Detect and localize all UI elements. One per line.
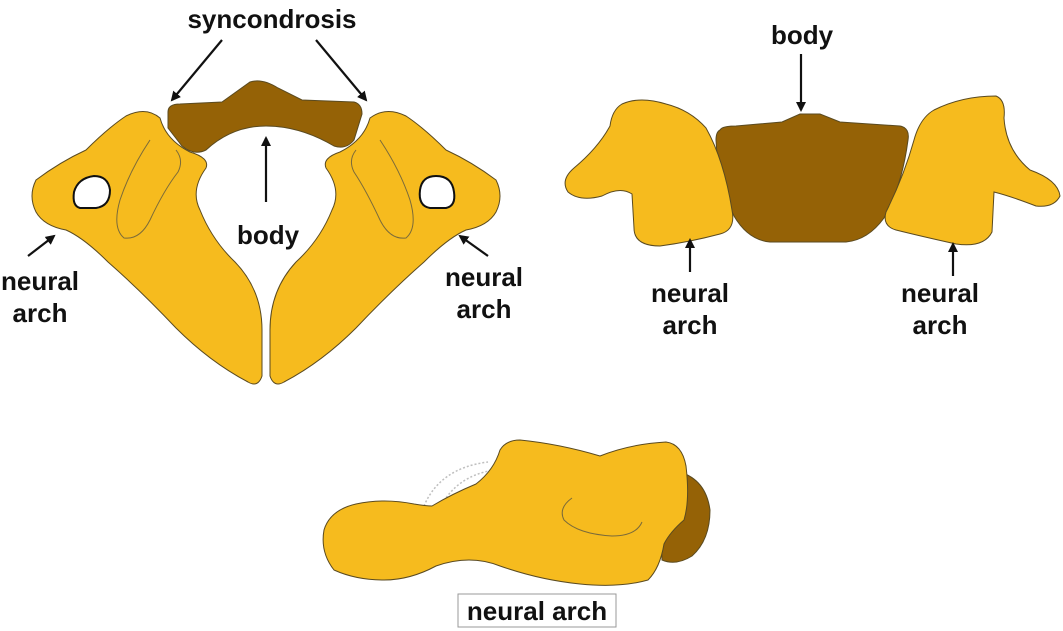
body-label-left: body bbox=[237, 220, 300, 250]
syncondrosis-label: syncondrosis bbox=[187, 4, 356, 34]
lateral-view-figure: neural arch bbox=[323, 440, 710, 627]
neural-arch-arrow-right bbox=[460, 236, 488, 256]
neural-arch-label-anterior-left-line2: arch bbox=[663, 310, 718, 340]
syncondrosis-arrow-right bbox=[316, 40, 366, 100]
syncondrosis-arrow-left bbox=[172, 40, 222, 100]
vertebral-body-anterior bbox=[716, 114, 908, 242]
lateral-neural-arch bbox=[323, 440, 687, 585]
body-label-right: body bbox=[771, 20, 834, 50]
neural-arch-arrow-left bbox=[28, 236, 54, 256]
anterior-view-figure: body neural arch neural arch bbox=[565, 20, 1060, 340]
left-neural-arch bbox=[32, 111, 262, 384]
neural-arch-label-left-line1: neural bbox=[1, 266, 79, 296]
neural-arch-label-anterior-right-line1: neural bbox=[901, 278, 979, 308]
bottom-caption: neural arch bbox=[467, 596, 607, 626]
right-neural-arch-anterior bbox=[885, 96, 1060, 245]
neural-arch-label-anterior-right-line2: arch bbox=[913, 310, 968, 340]
superior-view-figure: syncondrosis body neural arch neural arc… bbox=[1, 4, 523, 384]
left-neural-arch-anterior bbox=[565, 100, 733, 246]
right-neural-arch bbox=[270, 111, 500, 384]
neural-arch-label-left-line2: arch bbox=[13, 298, 68, 328]
neural-arch-label-right-line1: neural bbox=[445, 262, 523, 292]
right-foramen bbox=[420, 176, 455, 208]
neural-arch-label-right-line2: arch bbox=[457, 294, 512, 324]
neural-arch-label-anterior-left-line1: neural bbox=[651, 278, 729, 308]
